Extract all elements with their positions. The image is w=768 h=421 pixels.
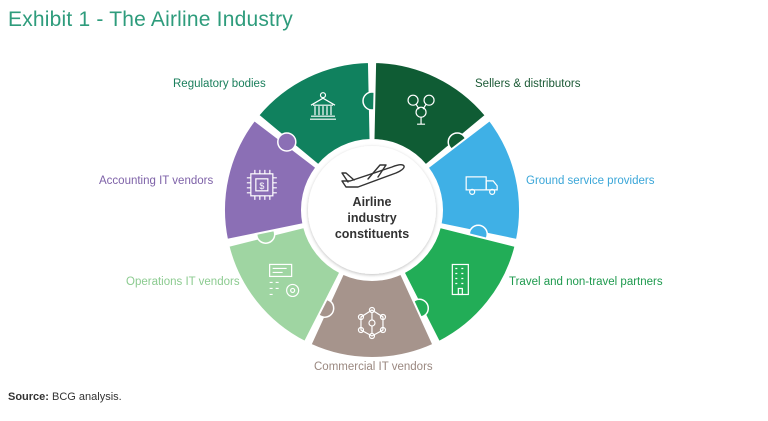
source-text: BCG analysis.	[48, 391, 122, 403]
airplane-icon	[341, 164, 405, 188]
segment-operations	[227, 225, 342, 344]
label-operations: Operations IT vendors	[126, 276, 240, 288]
center-line-2: industry	[347, 211, 396, 225]
puzzle-knob-accounting	[277, 132, 297, 152]
label-regulatory: Regulatory bodies	[173, 78, 266, 90]
label-travel: Travel and non-travel partners	[509, 276, 663, 288]
segment-accounting	[223, 118, 318, 242]
dollar-symbol: $	[259, 181, 264, 191]
office-building-icon	[451, 263, 469, 296]
label-accounting: Accounting IT vendors	[99, 175, 214, 187]
government-building-icon	[309, 92, 336, 120]
segment-ground	[426, 118, 521, 242]
source-note: Source: BCG analysis.	[8, 391, 122, 403]
center-line-3: constituents	[335, 227, 409, 241]
label-ground: Ground service providers	[526, 175, 655, 187]
dollar-chip-icon: $	[246, 169, 277, 200]
people-network-icon	[407, 94, 435, 125]
label-sellers: Sellers & distributors	[475, 78, 581, 90]
gears-binary-icon	[269, 263, 300, 298]
truck-icon	[465, 176, 498, 195]
segment-travel	[402, 225, 517, 344]
page-title: Exhibit 1 - The Airline Industry	[8, 8, 293, 31]
segment-sellers	[372, 61, 488, 167]
center-line-1: Airline	[353, 195, 392, 209]
center-circle	[308, 146, 436, 274]
source-prefix: Source:	[8, 391, 49, 403]
label-commercial: Commercial IT vendors	[314, 361, 433, 373]
network-nodes-icon	[357, 306, 387, 340]
